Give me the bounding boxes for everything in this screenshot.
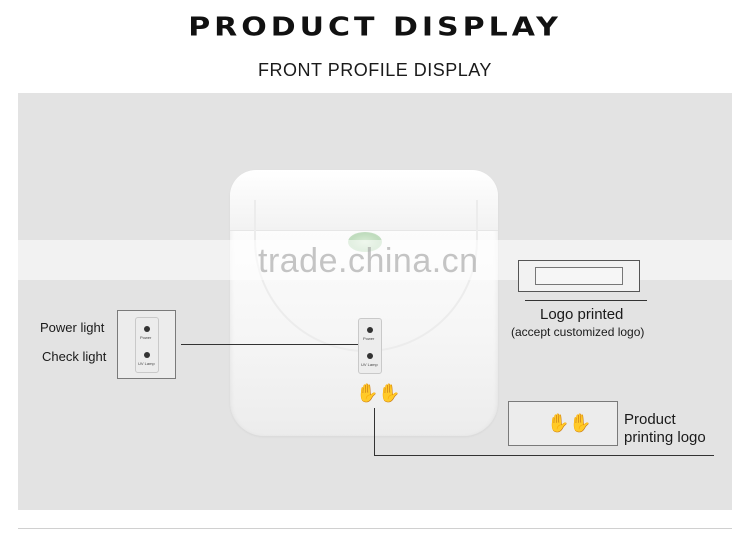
product-label: Product (624, 411, 676, 428)
printing-logo-leader-line (374, 455, 714, 456)
light-callout-panel: Power UV Lamp (135, 317, 159, 373)
printing-logo-callout-box: ✋✋ (508, 401, 618, 446)
logo-leader-line (525, 300, 647, 301)
light-leader-line (181, 344, 358, 345)
power-light-label: Power light (40, 320, 105, 335)
logo-area (535, 267, 623, 285)
control-panel: Power UV Lamp (358, 318, 382, 374)
callout-hand-logo-icon: ✋✋ (547, 413, 592, 433)
watermark: trade.china.cn (258, 242, 479, 280)
bottom-rule (18, 528, 732, 529)
callout-power-text: Power (140, 335, 152, 340)
dispenser-body: Power UV Lamp ✋✋ (230, 170, 498, 436)
light-callout-box: Power UV Lamp (117, 310, 176, 379)
panel-check-text: UV Lamp (361, 362, 378, 367)
panel-power-text: Power (363, 336, 375, 341)
callout-power-led (144, 326, 150, 332)
page-title: PRODUCT DISPLAY (188, 12, 562, 43)
hand-sensor-logo-icon: ✋✋ (356, 383, 401, 403)
logo-note-label: (accept customized logo) (511, 325, 645, 339)
printing-logo-vertical-line (374, 408, 375, 456)
callout-check-led (144, 352, 150, 358)
logo-callout-box (518, 260, 640, 292)
logo-printed-label: Logo printed (540, 306, 624, 323)
check-light-label: Check light (42, 349, 107, 364)
power-led (367, 327, 373, 333)
printing-logo-label: printing logo (624, 429, 706, 446)
callout-check-text: UV Lamp (138, 361, 155, 366)
page-subtitle: FRONT PROFILE DISPLAY (258, 60, 492, 80)
check-led (367, 353, 373, 359)
